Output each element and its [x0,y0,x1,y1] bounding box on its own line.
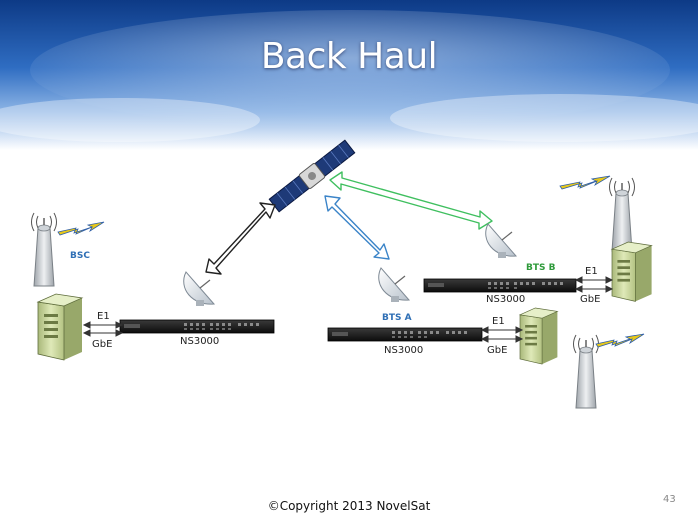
bts-b-label: BTS B [526,263,556,273]
cell-tower-icon [609,177,635,252]
e1-label-bsc: E1 [97,311,110,322]
ns3000-label-bts-a: NS3000 [384,345,424,356]
lightning-icon [57,221,105,236]
link-arrow-bts-a [324,195,390,260]
gbe-label-bsc: GbE [92,339,113,350]
page-number: 43 [663,494,676,505]
ns3000-label-bts-b: NS3000 [486,294,526,305]
dish-antenna-icon [378,267,411,302]
link-arrow-bsc [205,202,276,275]
ns3000-rack-modem-icon [119,319,275,334]
slide-title: Back Haul [260,36,438,77]
cell-tower-icon [31,212,57,287]
dish-antenna-icon [183,271,216,306]
server-icon [36,293,84,361]
lightning-icon [595,333,645,348]
ns3000-rack-modem-icon [423,278,577,293]
gbe-connection-arrow [82,285,614,343]
gbe-label-bts-a: GbE [487,345,508,356]
dish-antenna-icon [485,223,518,258]
server-icon [610,241,653,302]
satellite-icon [268,139,356,213]
gbe-label-bts-b: GbE [580,294,601,305]
cell-tower-icon [573,334,599,409]
ns3000-rack-modem-icon [327,327,483,342]
lightning-icon [559,175,611,190]
e1-label-bts-b: E1 [585,266,598,277]
copyright-footer: ©Copyright 2013 NovelSat [267,499,431,513]
bsc-label: BSC [70,251,90,261]
server-icon [518,307,559,365]
e1-connection-arrow [82,276,614,334]
link-arrow-bts-b [329,171,493,230]
ns3000-label-bsc: NS3000 [180,336,220,347]
bts-a-label: BTS A [382,313,412,323]
e1-label-bts-a: E1 [492,316,505,327]
